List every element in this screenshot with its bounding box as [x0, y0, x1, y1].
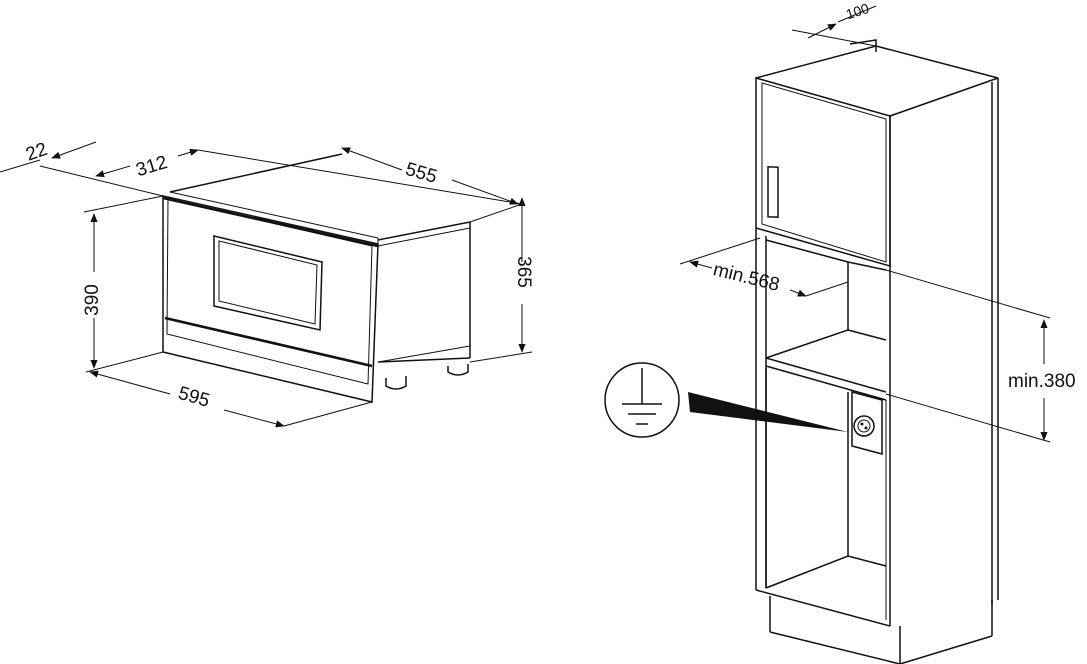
dim-390: 390 [82, 195, 164, 373]
dim-312: 312 [95, 148, 199, 181]
dim-365: 365 [469, 197, 534, 363]
dim-min-380: min.380 [885, 269, 1076, 443]
dim-min-568-label: min.568 [711, 259, 782, 296]
pointer-wedge [688, 392, 848, 432]
oven-feet [385, 364, 469, 390]
oven-front-panel [162, 191, 379, 403]
cabinet-upper-door [755, 45, 999, 267]
cabinet-body [755, 78, 999, 664]
dim-595-label: 595 [176, 383, 212, 412]
dim-555: 555 [197, 147, 523, 205]
oven-window [213, 235, 323, 331]
power-socket [851, 391, 883, 455]
dim-312-label: 312 [134, 152, 170, 181]
cabinet-niche [765, 239, 887, 401]
dim-555-label: 555 [403, 159, 439, 188]
cabinet-drawing: 100 [604, 0, 1076, 664]
ground-icon [604, 362, 680, 438]
dim-100: 100 [791, 0, 877, 52]
dim-100-label: 100 [844, 0, 871, 22]
dim-min-380-label: min.380 [1008, 371, 1076, 392]
door-handle [767, 166, 779, 218]
cabinet-lower-compartment [765, 368, 887, 620]
dim-22-label: 22 [23, 139, 50, 166]
oven-body [169, 153, 523, 363]
oven-drawing: 22 312 555 390 365 [0, 139, 534, 428]
dim-365-label: 365 [513, 256, 534, 288]
dim-390-label: 390 [82, 284, 103, 316]
dim-595: 595 [89, 370, 373, 428]
